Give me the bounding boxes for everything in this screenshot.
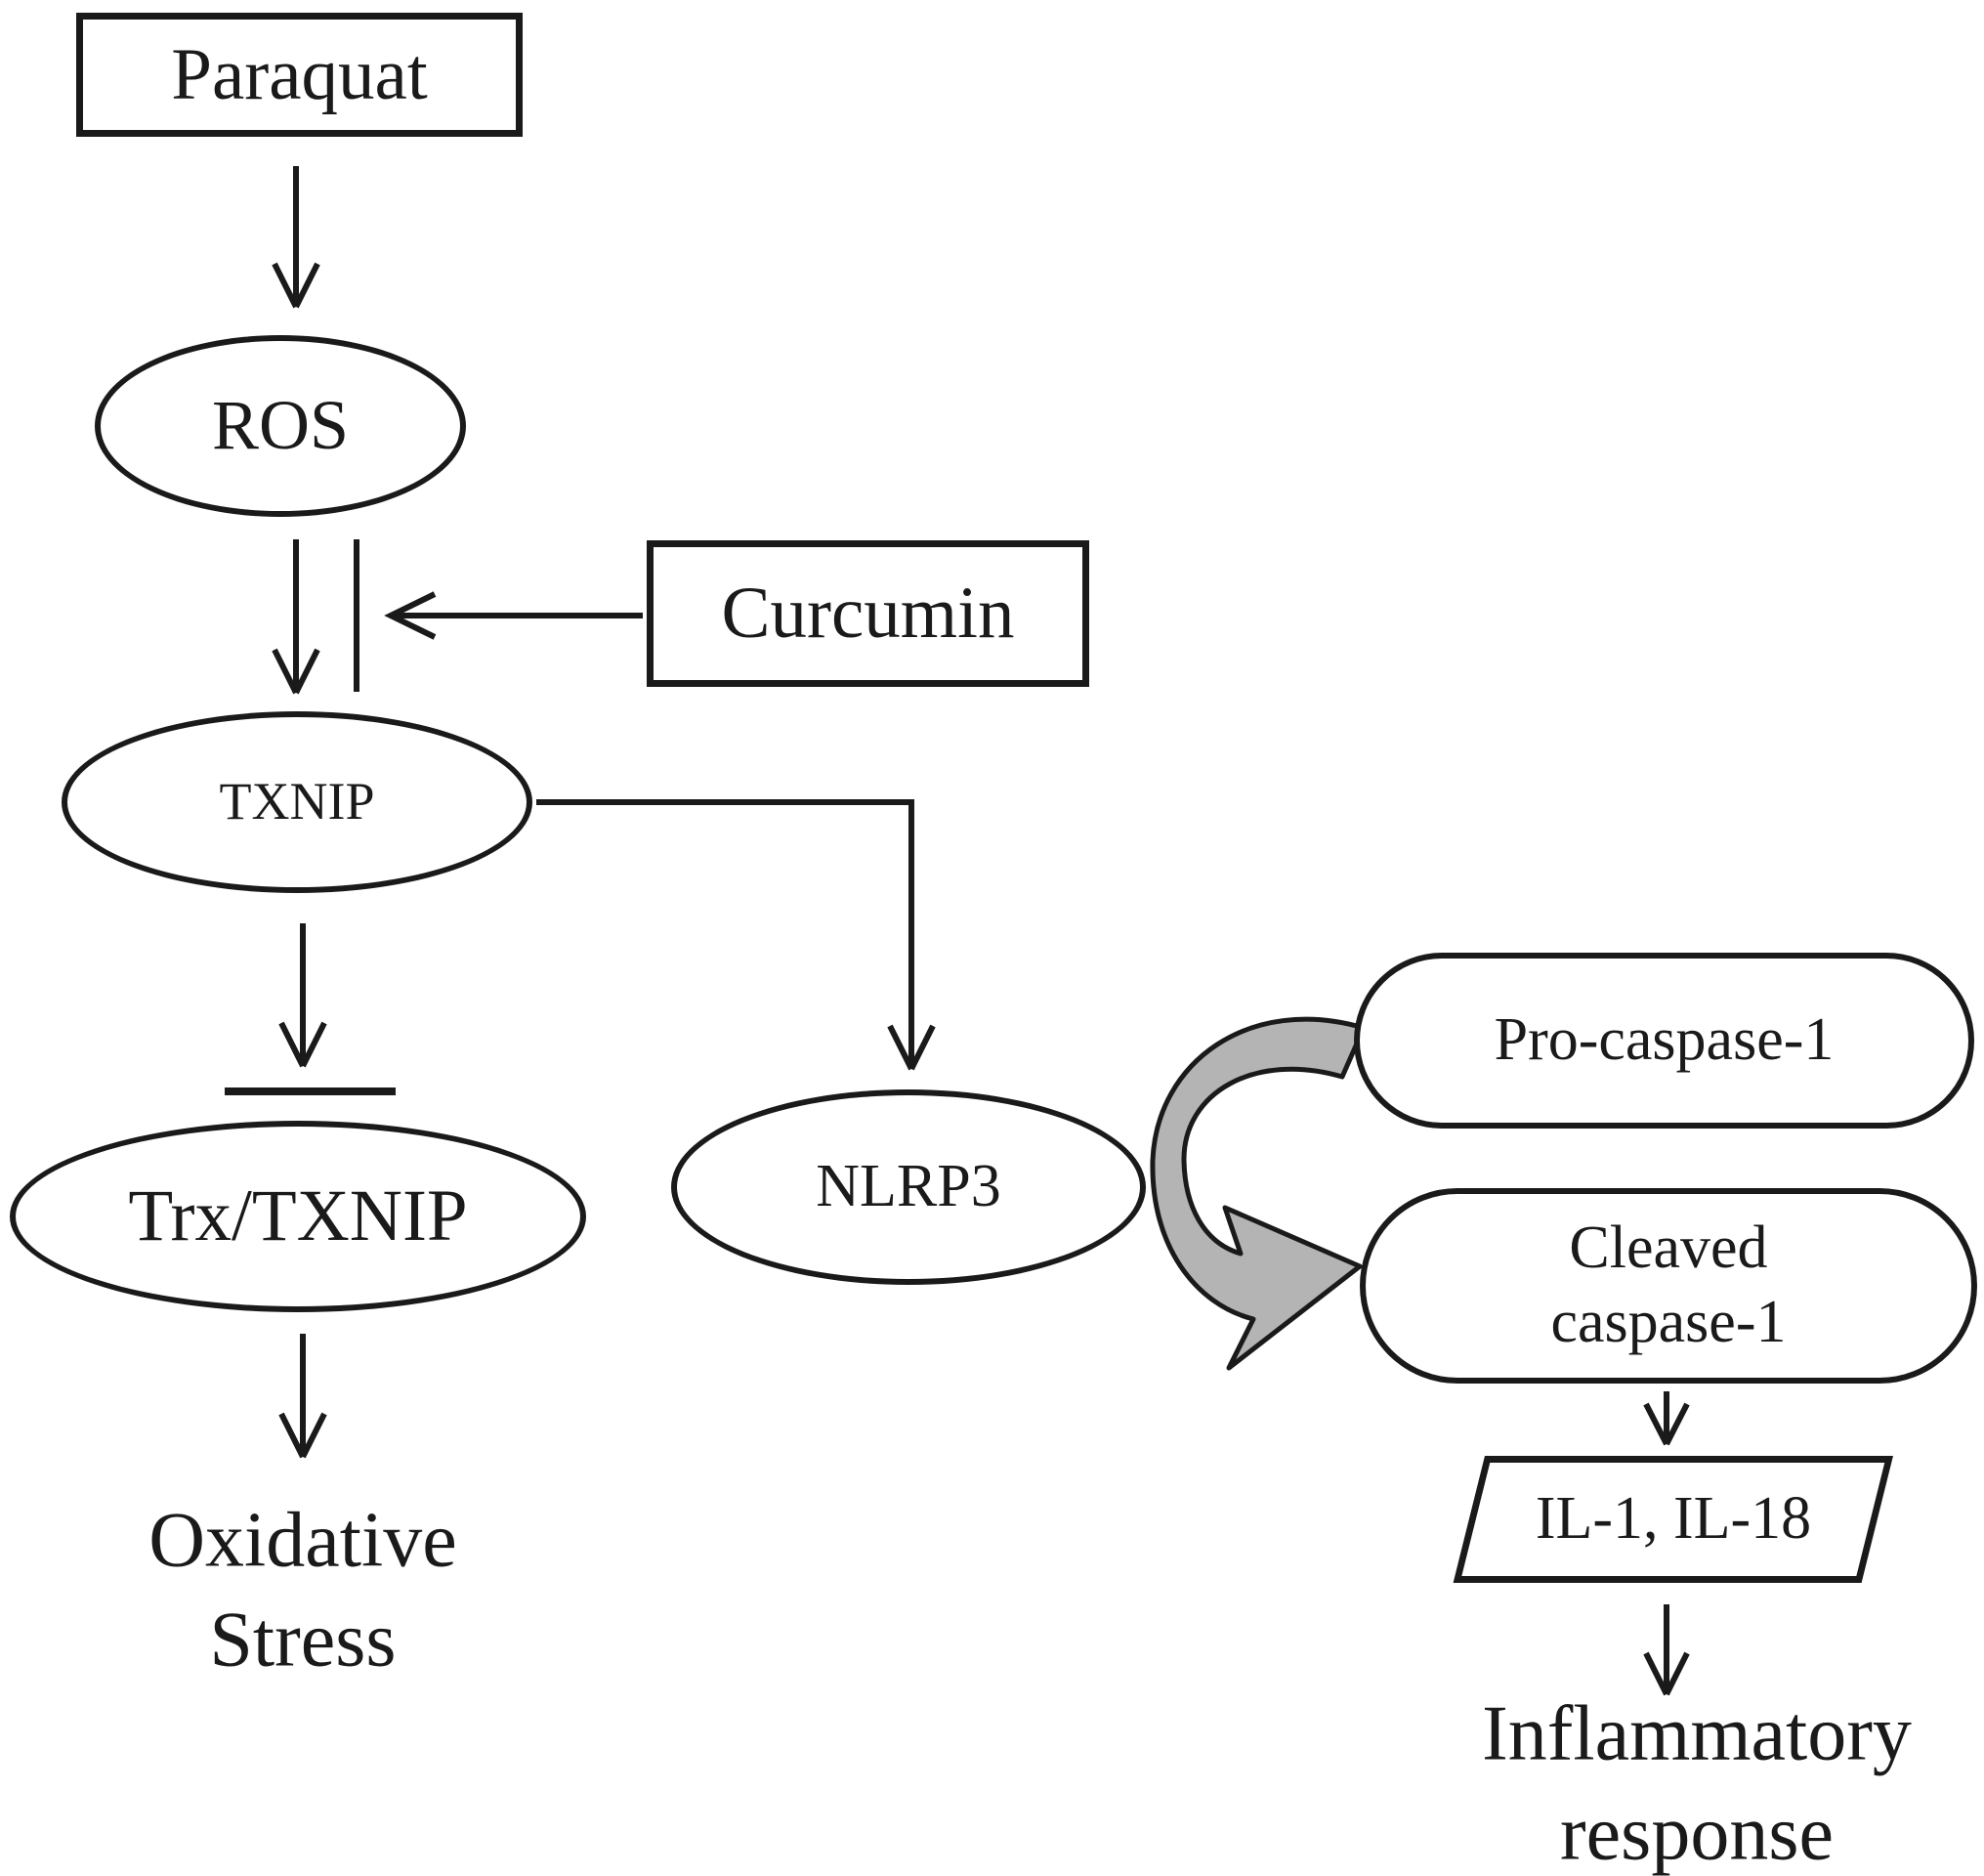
arrow-il-to-inflammatory [1643, 1604, 1690, 1696]
arrow-txnip-to-trx [278, 923, 327, 1068]
il-1-il-18-label: IL-1, IL-18 [1535, 1485, 1811, 1553]
curcumin-box: Curcumin [647, 540, 1089, 687]
cleaved-caspase-1-box: Cleaved caspase-1 [1360, 1188, 1977, 1384]
pro-caspase-1-label: Pro-caspase-1 [1494, 1006, 1835, 1074]
arrow-txnip-to-nlrp3 [536, 799, 936, 1071]
il-1-il-18-parallelogram: IL-1, IL-18 [1453, 1456, 1893, 1583]
cleaved-caspase-1-label: Cleaved caspase-1 [1550, 1215, 1787, 1355]
inflammatory-response-label: Inflammatory response [1482, 1690, 1912, 1876]
arrow-paraquat-to-ros [272, 166, 320, 309]
oxidative-stress-label: Oxidative Stress [148, 1497, 457, 1684]
arrow-curcumin-inhibition [384, 591, 643, 640]
trx-txnip-ellipse: Trx/TXNIP [10, 1121, 586, 1312]
arrow-cleaved-to-il [1643, 1391, 1690, 1446]
nlrp3-label: NLRP3 [816, 1153, 1001, 1220]
arrow-trx-to-oxidative-stress [278, 1334, 327, 1459]
paraquat-box: Paraquat [76, 13, 523, 137]
txnip-ellipse: TXNIP [62, 711, 532, 893]
arrow-ros-to-txnip [272, 539, 320, 695]
ros-ellipse: ROS [95, 335, 466, 517]
ros-label: ROS [211, 386, 350, 465]
txnip-label: TXNIP [219, 772, 375, 831]
trx-txnip-label: Trx/TXNIP [128, 1175, 468, 1258]
paraquat-label: Paraquat [171, 33, 428, 115]
curved-conversion-arrow [1150, 1016, 1367, 1371]
pro-caspase-1-box: Pro-caspase-1 [1354, 953, 1974, 1129]
nlrp3-ellipse: NLRP3 [671, 1089, 1146, 1285]
curcumin-label: Curcumin [721, 573, 1015, 655]
